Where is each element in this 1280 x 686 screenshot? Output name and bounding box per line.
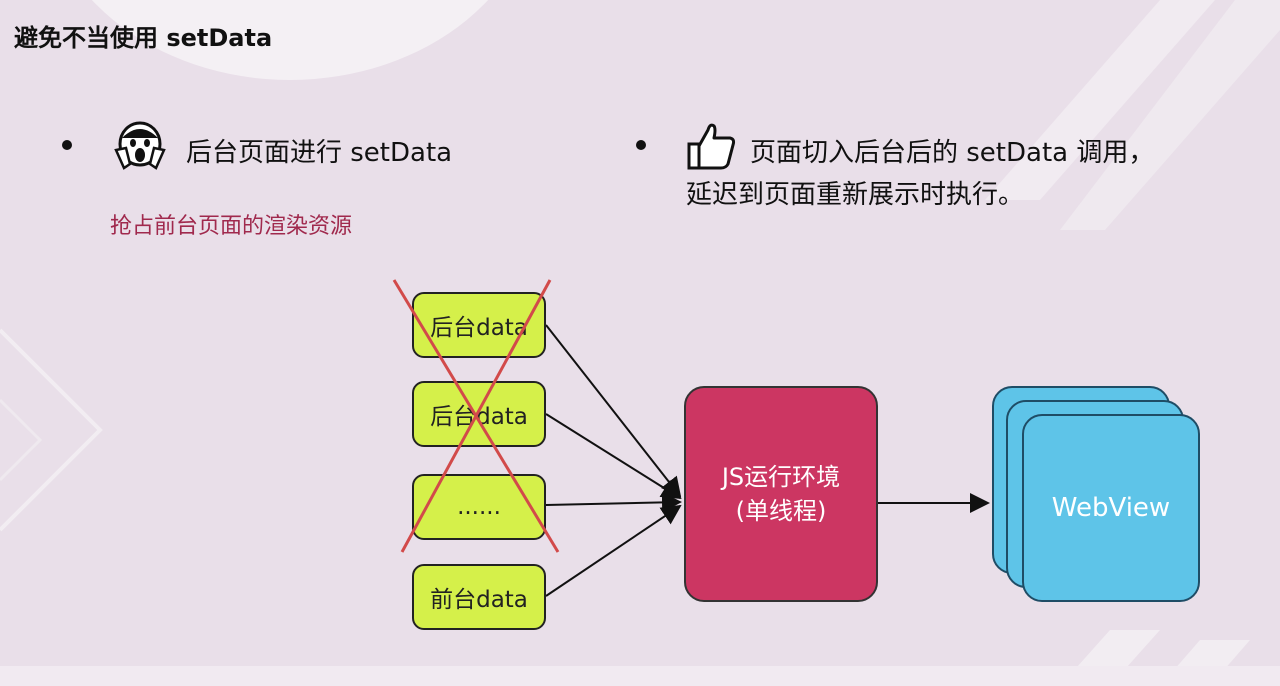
webview-card-front: WebView (1022, 414, 1200, 602)
bullet-right (636, 140, 646, 150)
scream-face-icon (114, 121, 166, 170)
js-runtime-sublabel: (单线程) (735, 497, 827, 525)
left-point-text: 后台页面进行 setData (186, 138, 453, 168)
right-point-line2: 延迟到页面重新展示时执行。 (686, 180, 1025, 210)
data-box-foreground: 前台data (412, 564, 546, 630)
webview-label: WebView (1051, 493, 1171, 523)
data-box-background-1: 后台data (412, 292, 546, 358)
right-point-line1: 页面切入后台后的 setData 调用， (750, 138, 1155, 168)
bottom-strip (0, 666, 1280, 686)
left-subnote: 抢占前台页面的渲染资源 (110, 214, 353, 239)
bullet-left (62, 140, 72, 150)
js-runtime-label: JS运行环境 (721, 463, 841, 491)
data-box-background-2: 后台data (412, 381, 546, 447)
js-runtime-box: JS运行环境 (单线程) (684, 386, 878, 602)
page-title: 避免不当使用 setData (14, 24, 273, 52)
thumbs-up-icon (687, 123, 736, 170)
data-box-ellipsis: ...... (412, 474, 546, 540)
